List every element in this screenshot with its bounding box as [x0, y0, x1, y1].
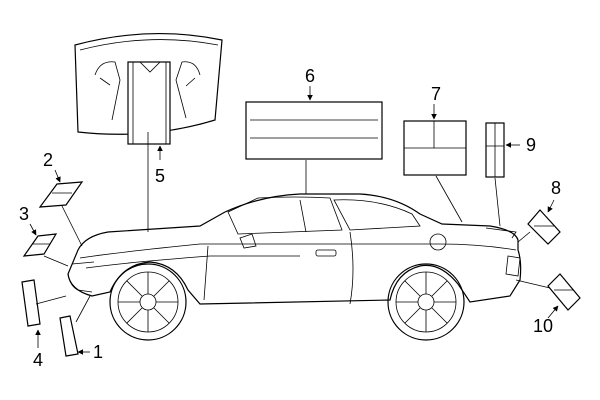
rear-wheel	[387, 263, 465, 341]
decal-part-4	[21, 279, 41, 327]
decal-part-10	[547, 273, 581, 311]
spoiler-decal-part	[485, 122, 505, 178]
callout-10: 10	[533, 316, 553, 336]
leader-lines	[35, 132, 551, 323]
front-wheel	[109, 263, 187, 341]
callout-4: 4	[33, 350, 43, 370]
hood-decal-part	[74, 33, 223, 145]
decal-part-2	[38, 181, 84, 208]
callout-7: 7	[431, 84, 441, 104]
callout-1: 1	[93, 342, 103, 362]
callout-8: 8	[551, 178, 561, 198]
car-body	[67, 193, 522, 305]
callout-6: 6	[305, 66, 315, 86]
callout-9: 9	[526, 135, 536, 155]
roof-decal-part	[245, 101, 383, 160]
callout-3: 3	[19, 204, 29, 224]
callout-arrows	[29, 86, 559, 355]
decal-part-8	[527, 209, 561, 245]
callout-2: 2	[43, 150, 53, 170]
callout-5: 5	[155, 166, 165, 186]
decal-part-3	[22, 233, 58, 257]
decal-part-1	[59, 315, 79, 357]
trunk-decal-part	[403, 120, 467, 176]
